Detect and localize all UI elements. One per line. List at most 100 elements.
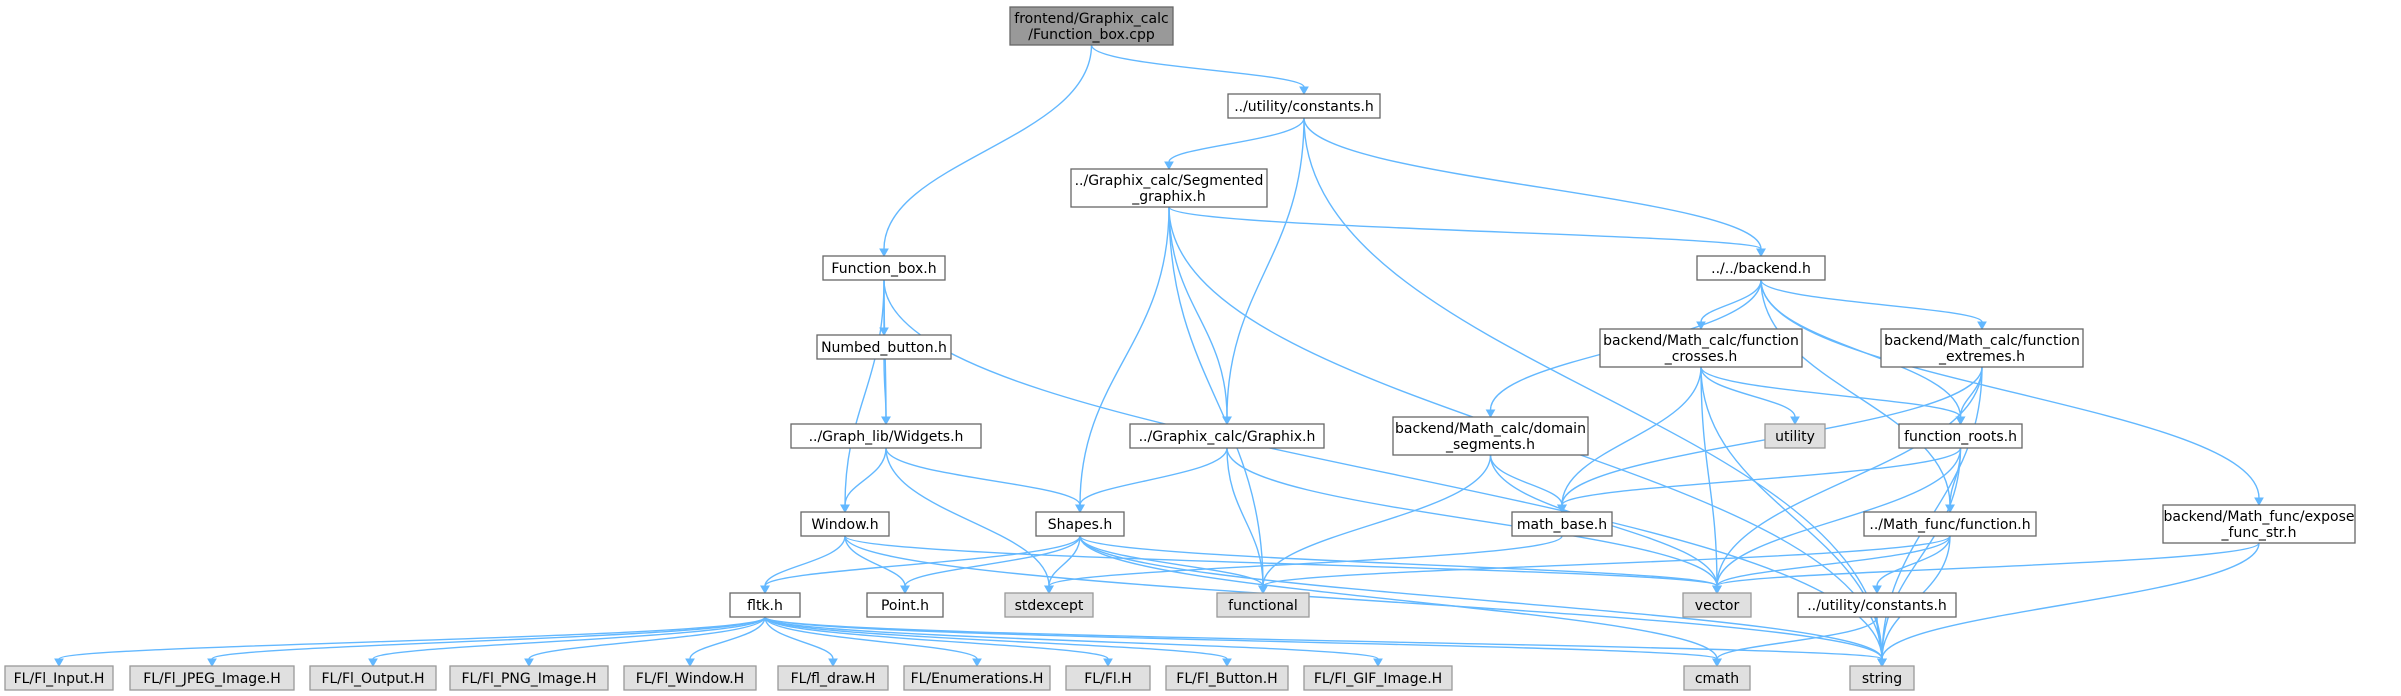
node-fl-draw[interactable]: FL/fl_draw.H [777,665,889,691]
edge-fltk-to-fl_gif [764,616,1383,668]
edge-line [883,358,887,418]
arrowhead-icon [1485,409,1496,419]
node-label: ../utility/constants.h [1234,99,1374,115]
node-label: FL/Fl_Button.H [1176,671,1277,687]
edge-line [1760,279,1983,323]
node-label: _crosses.h [1664,349,1738,365]
node-numbered-button[interactable]: Numbed_button.h [816,334,952,360]
arrowhead-icon [760,585,770,595]
edge-line [58,616,766,660]
node-label: _segments.h [1445,437,1535,453]
node-box [777,665,889,691]
edge-line [885,447,1081,506]
node-fl-png[interactable]: FL/Fl_PNG_Image.H [449,665,609,691]
arrowhead-icon [2254,497,2264,507]
node-fltk[interactable]: fltk.h [729,592,801,618]
edge-math_function-to-utility_constants_low [1872,535,1951,595]
arrowhead-icon [1872,585,1882,595]
node-label: ../Graph_lib/Widgets.h [809,429,964,445]
node-function-box-h[interactable]: Function_box.h [822,255,946,281]
node-label: Numbed_button.h [821,340,947,356]
edge-line [1700,366,1796,418]
node-vector[interactable]: vector [1682,592,1752,618]
edge-line [1079,206,1170,506]
node-math-base[interactable]: math_base.h [1511,511,1613,537]
edge-fltk-to-cmath [764,616,1722,668]
edge-segmented_graphix-to-shapes [1075,206,1170,514]
node-fl-jpeg[interactable]: FL/Fl_JPEG_Image.H [129,665,295,691]
node-stdexcept[interactable]: stdexcept [1004,592,1094,618]
node-fl-button[interactable]: FL/Fl_Button.H [1165,665,1289,691]
node-function-extremes[interactable]: backend/Math_calc/function_extremes.h [1880,328,2084,368]
edge-fltk-to-fl_fl [764,616,1113,668]
node-function-roots[interactable]: function_roots.h [1898,423,2023,449]
arrowhead-icon [54,658,64,668]
node-label: stdexcept [1015,598,1084,614]
edge-shapes-to-fltk [760,535,1081,595]
node-box [800,511,890,537]
edge-line [764,616,1228,660]
node-box [1216,592,1310,618]
node-point[interactable]: Point.h [866,592,944,618]
arrowhead-icon [368,658,378,668]
edge-shapes-to-functional [1079,535,1268,595]
node-box [729,592,801,618]
node-box [1797,592,1957,618]
node-box [1682,592,1752,618]
edge-fltk-to-fl_draw [764,616,838,668]
edge-line [1561,366,1702,506]
node-functional[interactable]: functional [1216,592,1310,618]
edge-line [1876,535,1951,587]
node-label: FL/fl_draw.H [791,671,876,687]
edge-line [764,535,1081,587]
node-graphix[interactable]: ../Graphix_calc/Graphix.h [1129,423,1325,449]
node-box [623,665,757,691]
node-cmath[interactable]: cmath [1683,665,1751,691]
node-label: ../../backend.h [1711,261,1811,277]
arrowhead-icon [900,585,910,595]
node-string[interactable]: string [1849,665,1915,691]
arrowhead-icon [879,248,889,258]
edge-line [1226,447,1718,587]
node-label: math_base.h [1517,517,1607,533]
arrowhead-icon [972,658,982,668]
arrowhead-icon [840,504,850,514]
node-utility-sys[interactable]: utility [1764,423,1826,449]
node-box [1004,592,1094,618]
node-utility-constants-low[interactable]: ../utility/constants.h [1797,592,1957,618]
edge-line [1079,535,1718,587]
edge-function_roots-to-string [1877,447,1962,668]
edge-line [844,279,885,506]
node-expose-func[interactable]: backend/Math_func/expose_func_str.h [2162,504,2356,544]
node-fl-fl[interactable]: FL/Fl.H [1065,665,1151,691]
node-fl-window[interactable]: FL/Fl_Window.H [623,665,757,691]
arrowhead-icon [685,658,695,668]
node-function-crosses[interactable]: backend/Math_calc/function_crosses.h [1599,328,1803,368]
node-fl-output[interactable]: FL/Fl_Output.H [309,665,437,691]
node-window-h[interactable]: Window.h [800,511,890,537]
node-label: function_roots.h [1904,429,2017,445]
node-fl-input[interactable]: FL/Fl_Input.H [4,665,114,691]
node-fl-enum[interactable]: FL/Enumerations.H [903,665,1051,691]
node-utility-constants-top[interactable]: ../utility/constants.h [1227,93,1381,119]
node-backend[interactable]: ../../backend.h [1696,255,1826,281]
node-widgets[interactable]: ../Graph_lib/Widgets.h [790,423,982,449]
edge-line [764,616,1379,660]
node-label: backend/Math_calc/function [1603,333,1799,349]
node-box [822,255,946,281]
node-math-function[interactable]: ../Math_func/function.h [1863,511,2037,537]
edge-line [1262,535,1951,587]
node-shapes[interactable]: Shapes.h [1035,511,1125,537]
node-box [129,665,295,691]
arrowhead-icon [828,658,838,668]
node-domain-segments[interactable]: backend/Math_calc/domain_segments.h [1392,416,1589,456]
node-label: frontend/Graphix_calc [1014,11,1168,27]
node-fl-gif[interactable]: FL/Fl_GIF_Image.H [1303,665,1453,691]
edge-line [1226,447,1264,587]
edge-fltk-to-fl_input [54,616,766,668]
node-segmented-graphix[interactable]: ../Graphix_calc/Segmented_graphix.h [1070,168,1268,208]
edge-line [372,616,766,660]
node-root[interactable]: frontend/Graphix_calc/Function_box.cpp [1009,6,1174,46]
edge-line [1700,366,1962,418]
edge-line [1716,447,1962,587]
